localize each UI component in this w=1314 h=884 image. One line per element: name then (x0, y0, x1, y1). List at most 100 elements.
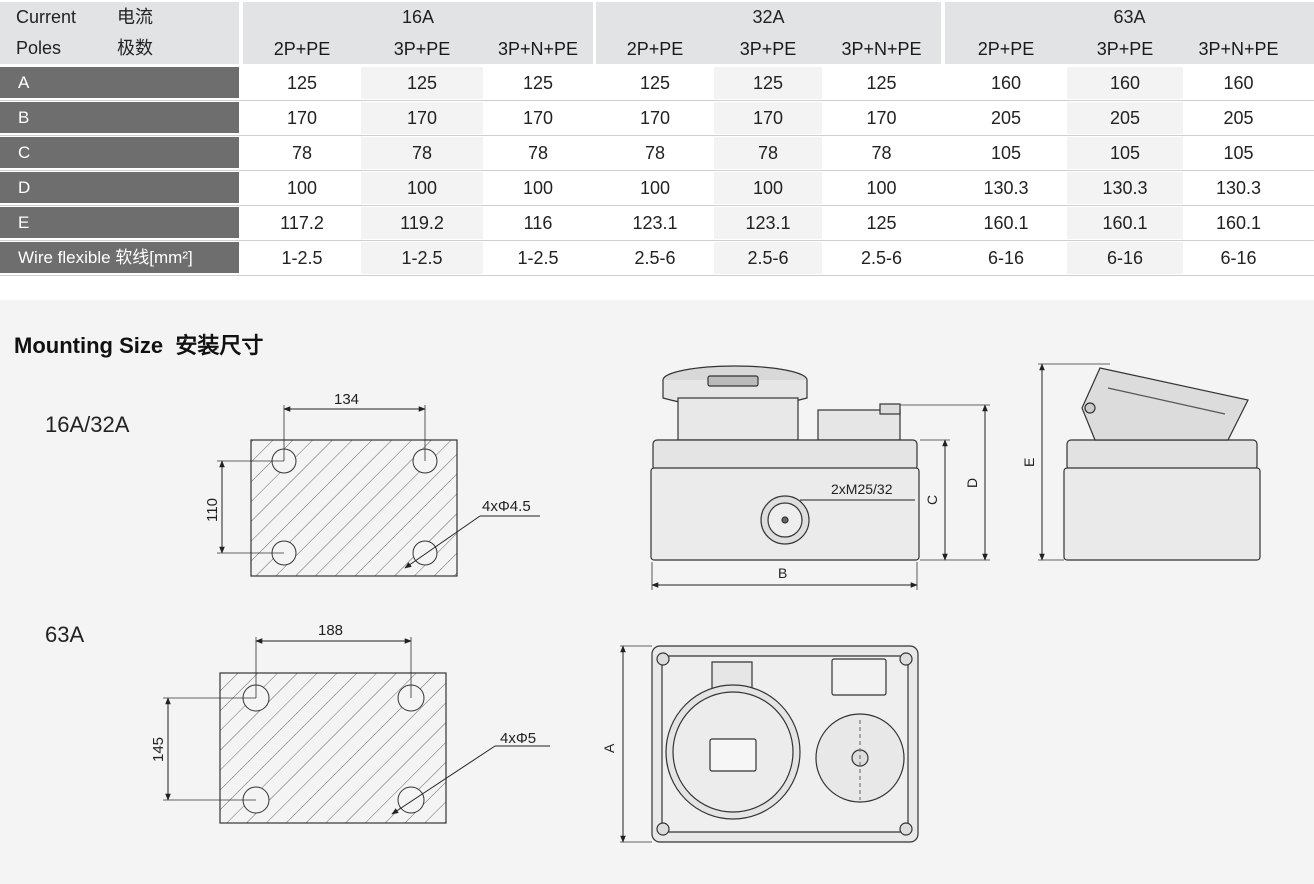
table-cell: 6-16 (987, 248, 1025, 268)
table-cell: 130.3 (1067, 172, 1183, 204)
row-divider (0, 205, 1314, 206)
row-label: Wire flexible 软线[mm²] (0, 242, 239, 273)
table-cell: 119.2 (361, 207, 483, 239)
poles-bg-32a (596, 33, 941, 64)
table-cell: 130.3 (1215, 178, 1262, 198)
pole-cell: 2P+PE (977, 39, 1035, 59)
row-divider (0, 100, 1314, 101)
table-cell: 1-2.5 (281, 248, 323, 268)
row-label: C (0, 137, 239, 168)
table-cell: 170 (714, 102, 822, 134)
table-cell: 160 (1067, 67, 1183, 99)
table-cell: 170 (639, 108, 671, 128)
table-cell: 205 (990, 108, 1022, 128)
pole-cell: 3P+PE (1096, 39, 1154, 59)
row-divider (0, 170, 1314, 171)
row-divider (0, 240, 1314, 241)
table-cell: 78 (291, 143, 313, 163)
socket-front-view (650, 365, 920, 561)
table-cell: 105 (1223, 143, 1254, 163)
pole-cell: 3P+N+PE (841, 39, 922, 59)
pole-cell: 3P+N+PE (497, 39, 579, 59)
current-16a: 16A (243, 2, 593, 33)
table-cell: 6-16 (1067, 242, 1183, 274)
table-cell: 125 (286, 73, 318, 93)
table-cell: 117.2 (280, 213, 324, 233)
table-cell: 78 (714, 137, 822, 169)
pole-cell: 3P+N+PE (1198, 39, 1279, 59)
table-cell: 100 (714, 172, 822, 204)
poles-bg-63a (945, 33, 1314, 64)
table-cell: 125 (639, 73, 671, 93)
pole-cell: 3P+PE (393, 39, 451, 59)
row-label: D (0, 172, 239, 203)
table-cell: 125 (866, 73, 897, 93)
table-cell: 160 (990, 73, 1022, 93)
socket-side-view (1063, 367, 1261, 561)
table-cell: 100 (639, 178, 671, 198)
table-cell: 160.1 (1067, 207, 1183, 239)
header-poles-cn: 极数 (117, 38, 153, 58)
dim-d: D (964, 478, 980, 488)
socket-top-view (651, 645, 919, 843)
table-cell: 100 (286, 178, 318, 198)
label-16a-32a: 16A/32A (45, 412, 130, 437)
table-cell: 2.5-6 (634, 248, 676, 268)
table-cell: 125 (361, 67, 483, 99)
table-cell: 6-16 (1220, 248, 1257, 268)
table-cell: 160 (1223, 73, 1254, 93)
pole-cell: 2P+PE (626, 39, 684, 59)
table-cell: 170 (866, 108, 897, 128)
table-cell: 2.5-6 (714, 242, 822, 274)
table-cell: 125 (714, 67, 822, 99)
header-current-en: Current (16, 7, 77, 27)
table-cell: 116 (523, 213, 553, 233)
dim-110: 110 (204, 498, 221, 522)
pole-cell: 3P+PE (739, 39, 797, 59)
table-cell: 78 (871, 143, 892, 163)
table-cell: 130.3 (983, 178, 1029, 198)
dim-e: E (1021, 458, 1037, 467)
row-divider (0, 135, 1314, 136)
table-cell: 125 (866, 213, 897, 233)
current-63a: 63A (945, 2, 1314, 33)
table-cell: 100 (361, 172, 483, 204)
plate-large (163, 637, 550, 824)
table-cell: 123.1 (714, 207, 822, 239)
table-cell: 1-2.5 (517, 248, 559, 268)
note-holes-large: 4xΦ5 (500, 730, 536, 747)
plate-small (217, 405, 540, 577)
table-cell: 170 (286, 108, 318, 128)
table-cell: 1-2.5 (361, 242, 483, 274)
row-divider (0, 275, 1314, 276)
table-cell: 105 (990, 143, 1022, 163)
row-label: A (0, 67, 239, 98)
table-cell: 78 (527, 143, 549, 163)
header-current-row: Current 电流 16A 32A 63A (0, 2, 1314, 34)
table-cell: 170 (361, 102, 483, 134)
poles-bg-16a (243, 33, 593, 64)
table-row: Wire flexible 软线[mm²] 1-2.5 1-2.5 1-2.5 2.5-… (0, 242, 1314, 274)
table-cell: 123.1 (632, 213, 678, 233)
dim-134: 134 (334, 391, 359, 408)
table-cell: 78 (361, 137, 483, 169)
dim-145: 145 (150, 737, 167, 762)
table-cell: 160.1 (1215, 213, 1262, 233)
header-poles-row: Poles 极数 2P+PE 3P+PE 3P+N+PE 2P+PE 3P+PE… (0, 33, 1314, 65)
table-cell: 125 (522, 73, 554, 93)
row-label: E (0, 207, 239, 238)
header-current-cn: 电流 (117, 7, 153, 27)
dim-c: C (924, 495, 940, 505)
table-cell: 100 (522, 178, 554, 198)
row-label: B (0, 102, 239, 133)
label-63a: 63A (45, 622, 85, 647)
table-cell: 170 (522, 108, 554, 128)
pole-cell: 2P+PE (273, 39, 331, 59)
current-32a: 32A (596, 2, 941, 33)
table-row: A 125 125 125 125 125 125 160 160 160 (0, 67, 1314, 99)
